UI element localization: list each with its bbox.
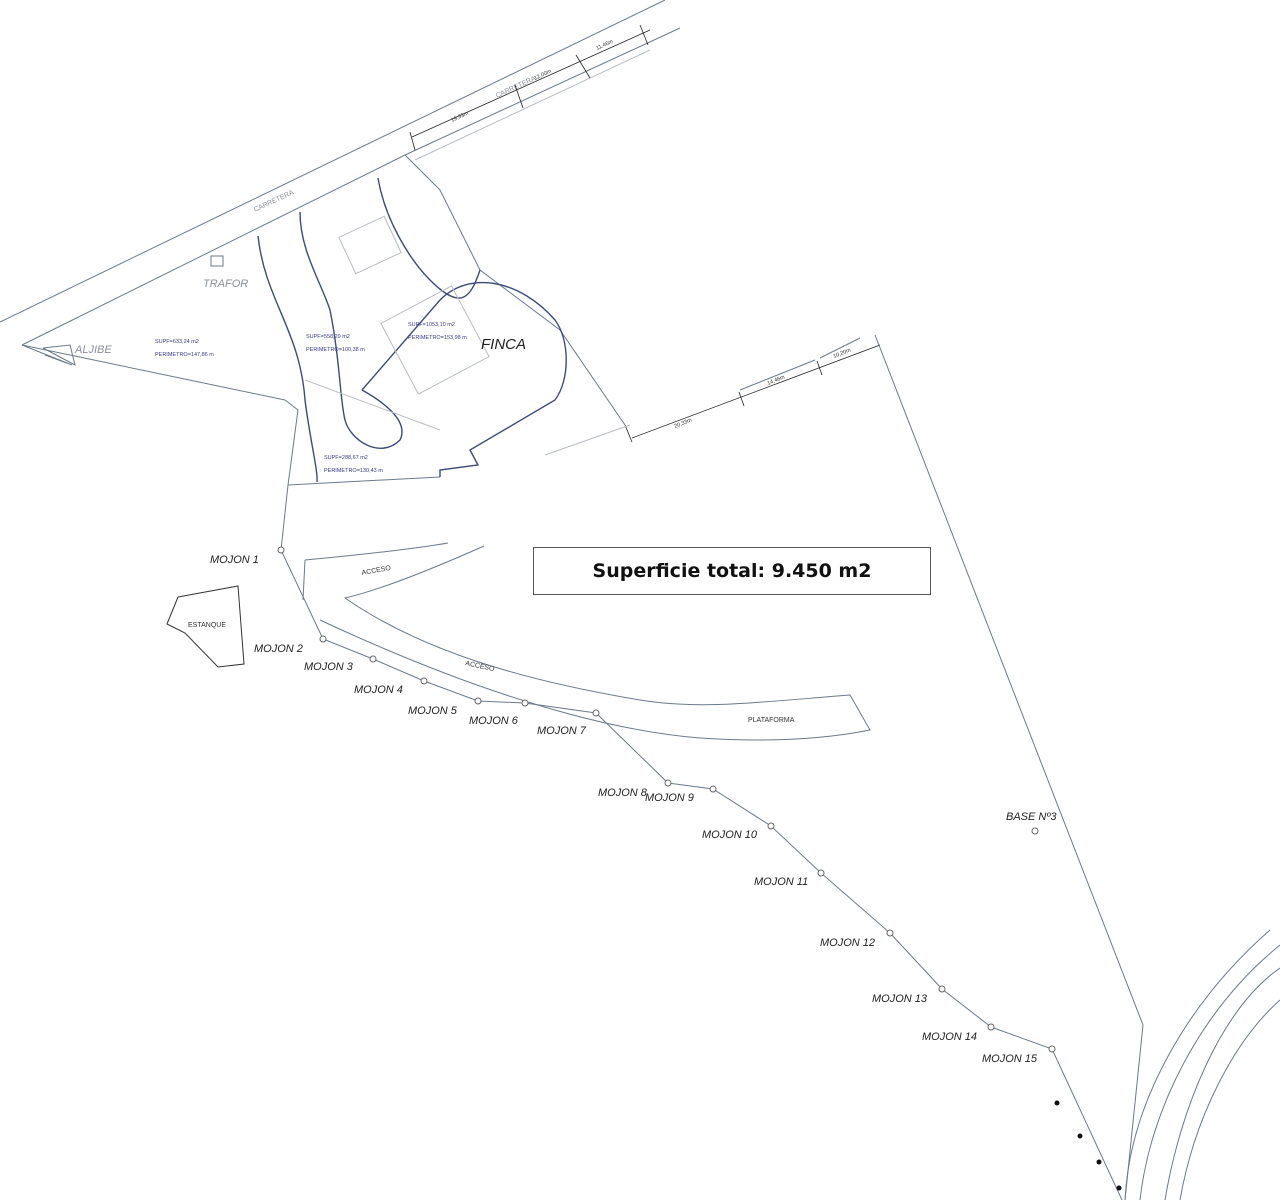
mojon-point — [709, 785, 717, 793]
mojon-point — [369, 655, 377, 663]
mojon-label: MOJON 15 — [982, 1053, 1038, 1065]
dimension-label: 12,00m — [533, 68, 553, 81]
parcel-perimeter: PERIMETRO=130,43 m — [324, 468, 383, 474]
mojon-label: MOJON 11 — [754, 876, 808, 888]
mojon-point — [1048, 1045, 1056, 1053]
base-label: BASE Nº3 — [1006, 811, 1057, 823]
parcel-area: SUPF=1053,10 m2 — [408, 322, 455, 328]
mojon-label: MOJON 5 — [408, 705, 458, 717]
mojon-label: MOJON 4 — [354, 684, 403, 696]
mojon-label: MOJON 10 — [702, 829, 758, 841]
property-boundary — [21, 154, 1144, 1200]
mojon-point — [767, 822, 775, 830]
mojon-label: MOJON 6 — [469, 715, 519, 727]
mojon-point — [664, 779, 672, 787]
mojon-label: MOJON 12 — [820, 937, 875, 949]
parcel-area: SUPF=558,29 m2 — [306, 334, 350, 340]
mojon-label: MOJON 2 — [254, 643, 303, 655]
mojon-point — [938, 985, 946, 993]
mojon-point — [474, 697, 482, 705]
trafor-box — [210, 255, 224, 267]
dimension-label: 14,46m — [767, 374, 787, 387]
parcels: SUPF=633,24 m2 PERIMETRO=147,86 m SUPF=5… — [155, 177, 567, 483]
tree-markers — [1054, 1100, 1122, 1191]
mojon-label: MOJON 7 — [537, 725, 587, 737]
mojon-label: MOJON 13 — [872, 993, 928, 1005]
mojon-point — [987, 1023, 995, 1031]
parcel-area: SUPF=633,24 m2 — [155, 339, 199, 345]
dimension-top: 19,33m 12,00m 11,46m — [409, 24, 651, 151]
plataforma-label: PLATAFORMA — [748, 717, 795, 724]
mojon-point — [319, 635, 327, 643]
trafor-label: TRAFOR — [203, 278, 248, 290]
mojon-label: MOJON 3 — [304, 661, 354, 673]
mojon-label: MOJON 8 — [598, 787, 648, 799]
mojon-point — [817, 869, 825, 877]
roundabout — [1124, 929, 1280, 1200]
mojon-point — [521, 699, 529, 707]
parcel-area: SUPF=288,67 m2 — [324, 455, 368, 461]
mojon-label: MOJON 1 — [210, 554, 259, 566]
total-area-box: Superficie total: 9.450 m2 — [533, 547, 931, 595]
base-point — [1031, 827, 1039, 835]
mojon-point — [592, 709, 600, 717]
acceso-label: ACCESO — [361, 565, 392, 577]
road-label: CARRETERA — [253, 189, 295, 214]
parcel-perimeter: PERIMETRO=147,86 m — [155, 352, 214, 358]
aljibe-label: ALJIBE — [74, 344, 112, 356]
mojon-label: MOJON 9 — [645, 792, 694, 804]
finca-label: FINCA — [481, 336, 526, 353]
total-area-text: Superficie total: 9.450 m2 — [592, 560, 872, 582]
mojon-point — [886, 929, 894, 937]
dimension-right: 20,33m 14,46m 10,20m — [544, 337, 881, 456]
estanque-outline — [166, 585, 245, 668]
dimension-label: 10,20m — [833, 347, 853, 360]
mojon-point — [277, 546, 285, 554]
mojon-label: MOJON 14 — [922, 1031, 977, 1043]
dimension-label: 11,46m — [595, 39, 614, 52]
road: CARRETERA CARRETERA — [0, 0, 681, 401]
estanque-label: ESTANQUE — [188, 622, 226, 629]
parcel-perimeter: PERIMETRO=153,98 m — [408, 335, 467, 341]
dimension-label: 19,33m — [450, 110, 470, 123]
mojon-point — [420, 677, 428, 685]
parcel-perimeter: PERIMETRO=100,38 m — [306, 347, 365, 353]
